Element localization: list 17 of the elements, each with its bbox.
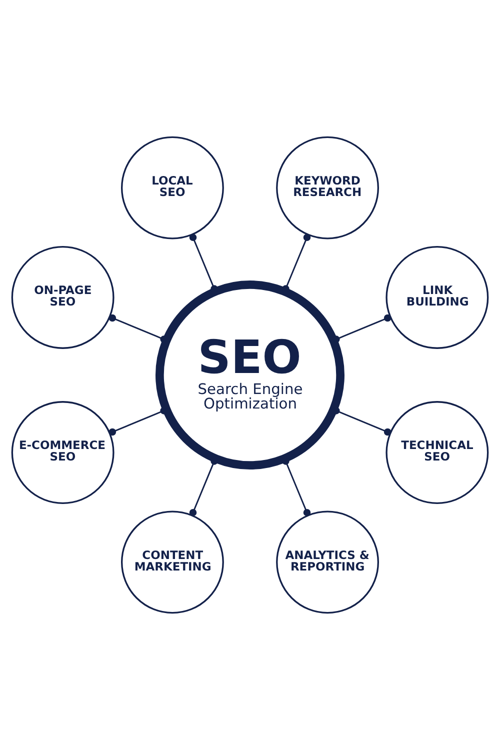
node-circle: ON-PAGE SEO — [11, 246, 114, 349]
connector — [332, 407, 392, 436]
connector — [282, 458, 311, 516]
connector — [189, 234, 218, 292]
node-circle: KEYWORD RESEARCH — [276, 136, 379, 240]
connector — [189, 458, 218, 516]
node-circle: LINK BUILDING — [386, 246, 489, 349]
node-circle: SEO Search Engine Optimization — [156, 280, 344, 470]
connector — [332, 314, 392, 343]
node-circle: TECHNICAL SEO — [386, 401, 489, 504]
connector — [108, 314, 168, 343]
node-circle: LOCAL SEO — [121, 136, 224, 240]
node-circle: CONTENT MARKETING — [121, 510, 224, 614]
node-circle: E-COMMERCE SEO — [11, 401, 114, 504]
node-circle: ANALYTICS & REPORTING — [276, 510, 379, 614]
connector — [108, 407, 168, 436]
connector — [282, 234, 311, 292]
